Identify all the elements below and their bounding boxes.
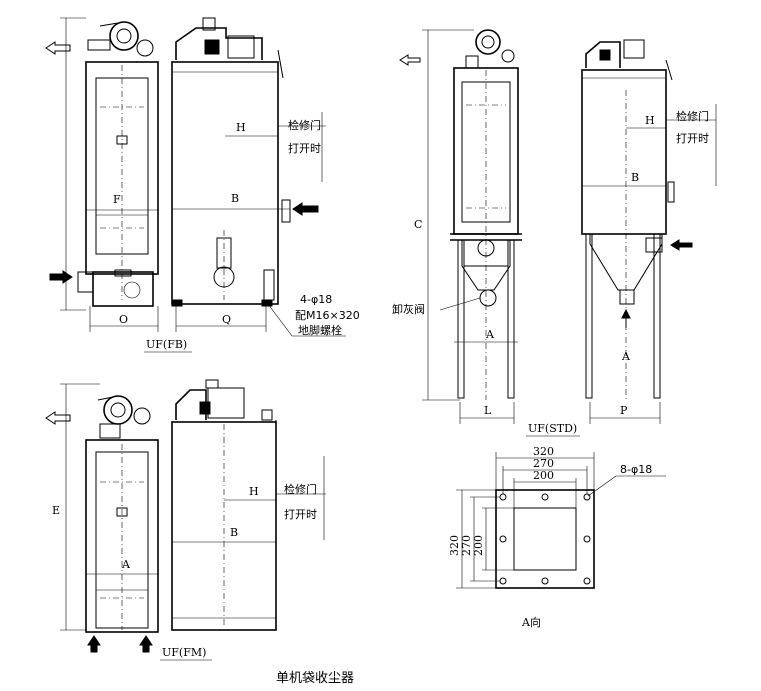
fm-dim-B: B: [230, 526, 238, 539]
fb-front-view: H B: [171, 17, 326, 307]
fm-inlet-arrow-right-icon: [139, 635, 153, 653]
std-door-note-1: 检修门: [676, 109, 709, 123]
fm-caption: UF(FM): [162, 646, 206, 659]
flange-dim-top-320: 320: [533, 445, 554, 458]
outlet-arrow-icon: [45, 41, 71, 55]
std-outlet-arrow-icon: [399, 54, 421, 66]
view-fm: E A H 检修门 打开时 B UF(FM): [45, 379, 326, 661]
flange-dim-top-200: 200: [533, 469, 554, 482]
fb-door-note-1: 检修门: [288, 118, 321, 132]
std-dim-P: P: [620, 404, 628, 417]
std-caption: UF(STD): [528, 422, 577, 435]
view-flange: 320 270 200 320 270 200 8-φ18 A向: [448, 445, 666, 629]
bolt-hole: [499, 577, 507, 585]
bolt-hole: [499, 535, 507, 543]
flange-dim-side-270: 270: [460, 535, 473, 556]
inlet-arrow-icon: [49, 270, 73, 284]
dim-Q: Q: [222, 313, 231, 326]
dim-O: O: [119, 313, 128, 326]
std-valve-note: 卸灰阀: [392, 302, 425, 316]
fm-outlet-arrow-icon: [45, 411, 71, 425]
flange-dim-top-270: 270: [533, 457, 554, 470]
std-dim-H: H: [645, 114, 655, 127]
dim-F: F: [113, 193, 121, 206]
fb-inlet-arrow-icon: [292, 202, 319, 216]
std-dim-A2: A: [621, 350, 631, 363]
fb-door-note-2: 打开时: [288, 141, 321, 155]
fm-side-view: [85, 395, 159, 633]
fb-caption: UF(FB): [146, 338, 187, 351]
fm-front-view: [171, 379, 277, 631]
bolt-hole: [583, 577, 591, 585]
fb-bolt-note-1: 4-φ18: [300, 293, 332, 306]
std-up-arrow-icon: [621, 308, 631, 319]
fb-dim-B: B: [231, 192, 239, 205]
flange-caption: A向: [521, 615, 541, 629]
fm-door-note-1: 检修门: [284, 482, 317, 496]
std-inlet-arrow-icon: [670, 239, 693, 251]
fm-dim-A: A: [121, 558, 131, 571]
fb-bolt-note-3: 地脚螺栓: [298, 323, 342, 337]
bolt-hole: [541, 493, 549, 501]
std-front-view: [581, 39, 675, 400]
flange-dim-side-320: 320: [448, 535, 461, 556]
fm-inlet-arrow-left-icon: [87, 635, 101, 653]
fm-dim-E: E: [52, 504, 60, 517]
std-dim-L: L: [484, 404, 492, 417]
std-door-note-2: 打开时: [676, 131, 709, 145]
fb-bolt-note-2: 配M16×320: [295, 309, 360, 322]
drawing-title: 单机袋收尘器: [276, 671, 354, 686]
flange-hole-note: 8-φ18: [620, 463, 652, 476]
std-side-view: [450, 29, 522, 400]
fb-side-view: [77, 21, 159, 307]
std-dim-A1: A: [485, 328, 495, 341]
view-std: C A L 卸灰阀 UF(STD): [392, 29, 717, 437]
bolt-hole: [583, 535, 591, 543]
fm-door-note-2: 打开时: [284, 507, 317, 521]
view-fb: F O H B: [45, 17, 360, 353]
bolt-hole: [541, 577, 549, 585]
std-dim-B: B: [631, 171, 639, 184]
fm-dim-H: H: [249, 485, 259, 498]
flange-dim-side-200: 200: [472, 535, 485, 556]
std-dim-C: C: [414, 218, 422, 231]
fb-dim-H: H: [236, 121, 246, 134]
bolt-hole: [499, 493, 507, 501]
